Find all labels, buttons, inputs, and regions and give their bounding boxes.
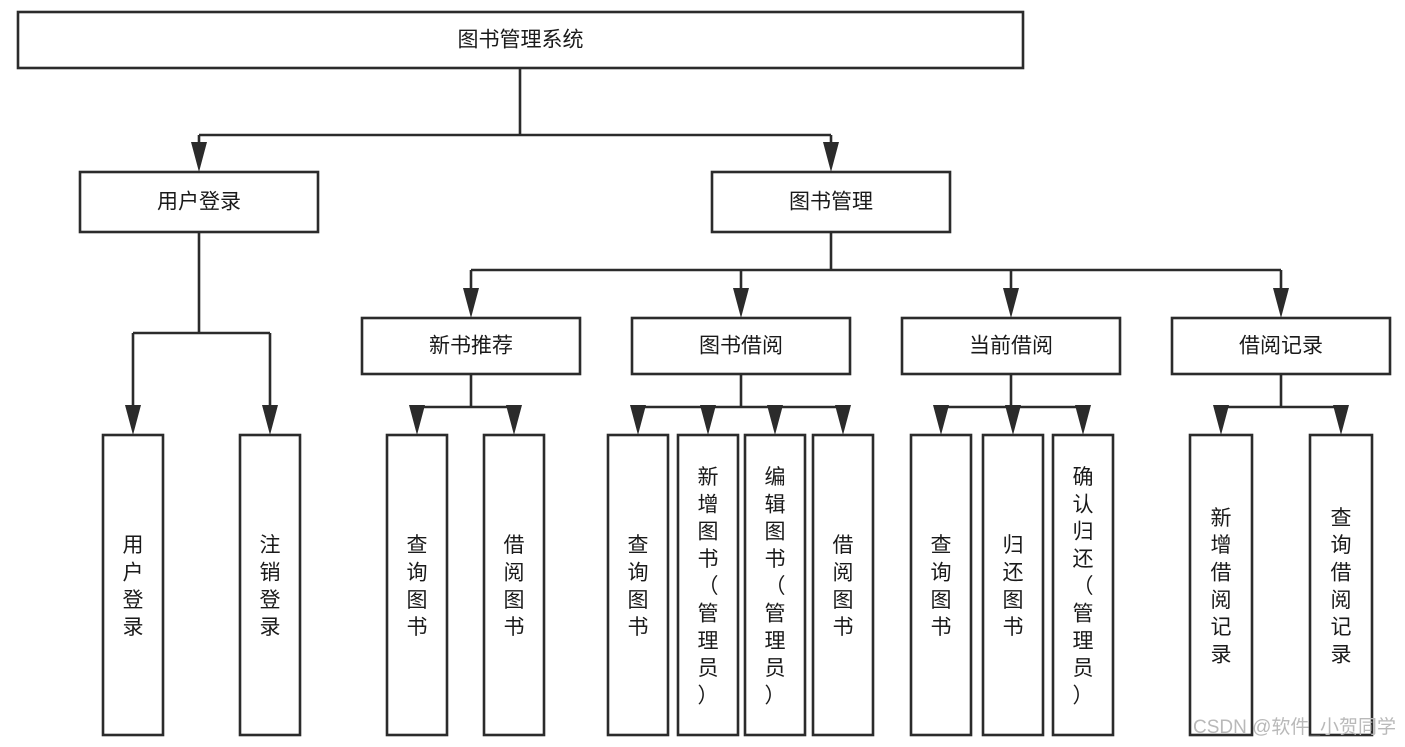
node-label: 确认归还（管理员） <box>1073 466 1094 707</box>
arrow-head-icon <box>125 405 141 435</box>
arrow-head-icon <box>835 405 851 435</box>
arrow-head-icon <box>463 288 479 318</box>
node-box[interactable] <box>16 10 1025 70</box>
arrow-head-icon <box>1003 288 1019 318</box>
connector-group-borrow-record-to-leaves <box>1213 374 1349 435</box>
node-label: 借阅图书 <box>504 534 525 639</box>
node-leaf-query-book-3[interactable]: 查询图书 <box>909 433 973 737</box>
arrow-head-icon <box>1075 405 1091 435</box>
node-label: 图书管理系统 <box>458 29 584 52</box>
node-box[interactable] <box>1188 433 1254 737</box>
node-root[interactable]: 图书管理系统 <box>16 10 1025 70</box>
connector-group-book-manage-to-sub <box>463 232 1289 318</box>
node-label: 查询图书 <box>931 534 952 639</box>
arrow-head-icon <box>1213 405 1229 435</box>
node-box[interactable] <box>743 433 807 737</box>
connector-group-new-book-rec-to-leaves <box>409 374 522 435</box>
node-label: 借阅图书 <box>833 534 854 639</box>
node-box[interactable] <box>900 316 1122 376</box>
connector-group-user-login-to-leaves <box>125 232 278 435</box>
node-leaf-borrow-book-2[interactable]: 借阅图书 <box>811 433 875 737</box>
node-box[interactable] <box>385 433 449 737</box>
node-leaf-confirm-return[interactable]: 确认归还（管理员） <box>1051 433 1115 737</box>
node-label: 查询借阅记录 <box>1331 507 1352 667</box>
node-leaf-return-book[interactable]: 归还图书 <box>981 433 1045 737</box>
connector-group-current-borrow-to-leaves <box>933 374 1091 435</box>
node-box[interactable] <box>1308 433 1374 737</box>
node-box[interactable] <box>676 433 740 737</box>
node-box[interactable] <box>811 433 875 737</box>
arrow-head-icon <box>409 405 425 435</box>
node-label: 归还图书 <box>1003 534 1024 639</box>
node-leaf-edit-book[interactable]: 编辑图书（管理员） <box>743 433 807 737</box>
arrow-head-icon <box>630 405 646 435</box>
node-label: 新书推荐 <box>429 335 513 358</box>
node-box[interactable] <box>238 433 302 737</box>
node-box[interactable] <box>710 170 952 234</box>
node-box[interactable] <box>1170 316 1392 376</box>
node-book-borrow[interactable]: 图书借阅 <box>630 316 852 376</box>
connector-group-book-borrow-to-leaves <box>630 374 851 435</box>
arrow-head-icon <box>700 405 716 435</box>
node-label: 图书借阅 <box>699 335 783 358</box>
node-label: 用户登录 <box>157 191 241 214</box>
arrow-head-icon <box>1333 405 1349 435</box>
node-box[interactable] <box>909 433 973 737</box>
arrow-head-icon <box>1273 288 1289 318</box>
node-label: 注销登录 <box>260 534 281 639</box>
arrow-head-icon <box>191 142 207 172</box>
node-layer: 图书管理系统用户登录图书管理新书推荐图书借阅当前借阅借阅记录用户登录注销登录查询… <box>16 10 1392 737</box>
watermark-layer: CSDN @软件_小贺同学 <box>1193 716 1396 738</box>
node-label: 图书管理 <box>789 191 873 214</box>
node-box[interactable] <box>981 433 1045 737</box>
csdn-watermark: CSDN @软件_小贺同学 <box>1193 716 1396 738</box>
node-leaf-logout[interactable]: 注销登录 <box>238 433 302 737</box>
arrow-head-icon <box>933 405 949 435</box>
connector-layer <box>125 68 1349 435</box>
node-label: 查询图书 <box>628 534 649 639</box>
node-label: 查询图书 <box>407 534 428 639</box>
arrow-head-icon <box>823 142 839 172</box>
arrow-head-icon <box>1005 405 1021 435</box>
node-leaf-add-record[interactable]: 新增借阅记录 <box>1188 433 1254 737</box>
node-borrow-record[interactable]: 借阅记录 <box>1170 316 1392 376</box>
node-box[interactable] <box>78 170 320 234</box>
node-box[interactable] <box>101 433 165 737</box>
node-user-login[interactable]: 用户登录 <box>78 170 320 234</box>
node-box[interactable] <box>606 433 670 737</box>
node-label: 借阅记录 <box>1239 335 1323 358</box>
node-new-book-rec[interactable]: 新书推荐 <box>360 316 582 376</box>
node-box[interactable] <box>1051 433 1115 737</box>
node-leaf-query-book-2[interactable]: 查询图书 <box>606 433 670 737</box>
node-leaf-user-login[interactable]: 用户登录 <box>101 433 165 737</box>
node-leaf-query-book-1[interactable]: 查询图书 <box>385 433 449 737</box>
node-book-manage[interactable]: 图书管理 <box>710 170 952 234</box>
node-label: 新增图书（管理员） <box>698 466 719 707</box>
arrow-head-icon <box>262 405 278 435</box>
node-current-borrow[interactable]: 当前借阅 <box>900 316 1122 376</box>
node-label: 编辑图书（管理员） <box>765 466 786 707</box>
node-label: 当前借阅 <box>969 335 1053 358</box>
arrow-head-icon <box>733 288 749 318</box>
node-label: 用户登录 <box>123 534 144 639</box>
node-leaf-query-record[interactable]: 查询借阅记录 <box>1308 433 1374 737</box>
node-box[interactable] <box>360 316 582 376</box>
node-box[interactable] <box>630 316 852 376</box>
node-leaf-add-book[interactable]: 新增图书（管理员） <box>676 433 740 737</box>
arrow-head-icon <box>767 405 783 435</box>
node-leaf-borrow-book-1[interactable]: 借阅图书 <box>482 433 546 737</box>
node-box[interactable] <box>482 433 546 737</box>
connector-group-root-to-modules <box>191 68 839 172</box>
node-label: 新增借阅记录 <box>1211 507 1232 667</box>
arrow-head-icon <box>506 405 522 435</box>
